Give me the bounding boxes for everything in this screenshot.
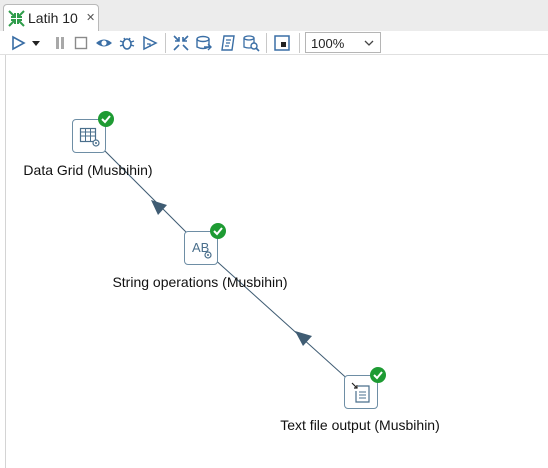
chevron-down-icon bbox=[364, 40, 374, 46]
transformation-icon bbox=[8, 10, 25, 27]
replay-icon[interactable] bbox=[141, 34, 159, 52]
impact-icon[interactable] bbox=[195, 34, 213, 52]
status-ok-icon bbox=[98, 111, 114, 127]
transformation-canvas[interactable]: Data Grid (Musbihin) AB String operation… bbox=[5, 55, 548, 468]
hop-arrow bbox=[295, 331, 312, 346]
sql-icon[interactable] bbox=[219, 34, 237, 52]
toolbar: 100% bbox=[0, 31, 548, 55]
hop-arrow bbox=[151, 200, 167, 215]
debug-icon[interactable] bbox=[118, 34, 136, 52]
step-text-file-output[interactable] bbox=[344, 367, 386, 409]
run-icon[interactable] bbox=[9, 34, 27, 52]
string-operations-icon: AB bbox=[192, 240, 212, 259]
step-label-text-file-output: Text file output (Musbihin) bbox=[280, 417, 440, 433]
toolbar-separator bbox=[299, 33, 300, 53]
zoom-value: 100% bbox=[311, 36, 345, 51]
status-ok-icon bbox=[210, 223, 226, 239]
toolbar-separator bbox=[266, 33, 267, 53]
verify-icon[interactable] bbox=[172, 34, 190, 52]
tab-latih-10[interactable]: Latih 10 ✕ bbox=[3, 4, 99, 31]
show-results-icon[interactable] bbox=[273, 34, 291, 52]
step-label-data-grid: Data Grid (Musbihin) bbox=[23, 162, 153, 178]
text-file-output-icon bbox=[351, 382, 370, 403]
preview-icon[interactable] bbox=[95, 34, 113, 52]
hop-string-operations-to-text-file-output[interactable] bbox=[201, 247, 363, 393]
pause-icon[interactable] bbox=[51, 34, 69, 52]
data-grid-icon bbox=[79, 127, 100, 147]
run-dropdown-icon[interactable] bbox=[30, 34, 42, 52]
close-icon[interactable]: ✕ bbox=[86, 12, 96, 24]
step-string-operations[interactable]: AB bbox=[184, 223, 226, 265]
status-ok-icon bbox=[370, 367, 386, 383]
step-label-string-operations: String operations (Musbihin) bbox=[112, 274, 288, 290]
hop-data-grid-to-string-operations[interactable] bbox=[89, 135, 203, 249]
svg-text:AB: AB bbox=[192, 240, 209, 255]
tab-title: Latih 10 bbox=[28, 10, 78, 26]
explore-db-icon[interactable] bbox=[242, 34, 260, 52]
tab-bar: Latih 10 ✕ bbox=[0, 0, 548, 31]
zoom-select[interactable]: 100% bbox=[305, 32, 381, 53]
step-data-grid[interactable] bbox=[72, 111, 114, 153]
toolbar-separator bbox=[165, 33, 166, 53]
stop-icon[interactable] bbox=[72, 34, 90, 52]
hops-layer bbox=[89, 135, 363, 393]
